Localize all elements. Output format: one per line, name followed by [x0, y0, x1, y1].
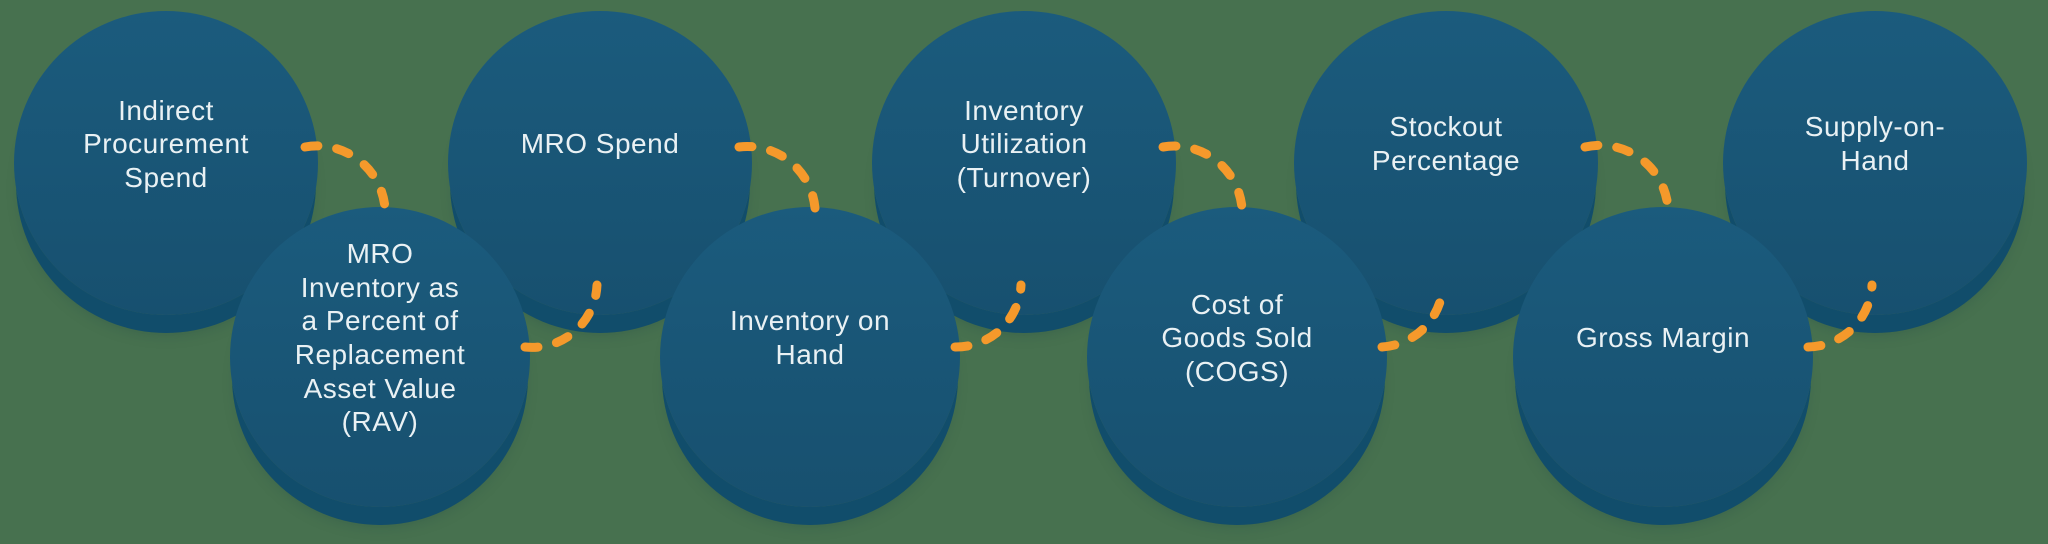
kpi-label: Cost of Goods Sold (COGS): [1161, 288, 1313, 387]
kpi-label: Inventory on Hand: [729, 305, 891, 370]
kpi-label: Supply-on- Hand: [1804, 111, 1946, 176]
kpi-circle-cost-of-goods-sold: Cost of Goods Sold (COGS): [1087, 207, 1387, 507]
kpi-label: Stockout Percentage: [1371, 111, 1521, 176]
kpi-label: Indirect Procurement Spend: [83, 94, 249, 193]
kpi-circle-inventory-on-hand: Inventory on Hand: [660, 207, 960, 507]
kpi-circle-indirect-procurement-spend: Indirect Procurement Spend: [14, 11, 318, 315]
kpi-circle-gross-margin: Gross Margin: [1513, 207, 1813, 507]
kpi-label: Inventory Utilization (Turnover): [956, 94, 1092, 193]
kpi-label: Gross Margin: [1575, 322, 1751, 354]
kpi-circle-mro-inventory-rav: MRO Inventory as a Percent of Replacemen…: [230, 207, 530, 507]
kpi-label: MRO Spend: [520, 128, 680, 160]
kpi-label: MRO Inventory as a Percent of Replacemen…: [294, 238, 466, 438]
